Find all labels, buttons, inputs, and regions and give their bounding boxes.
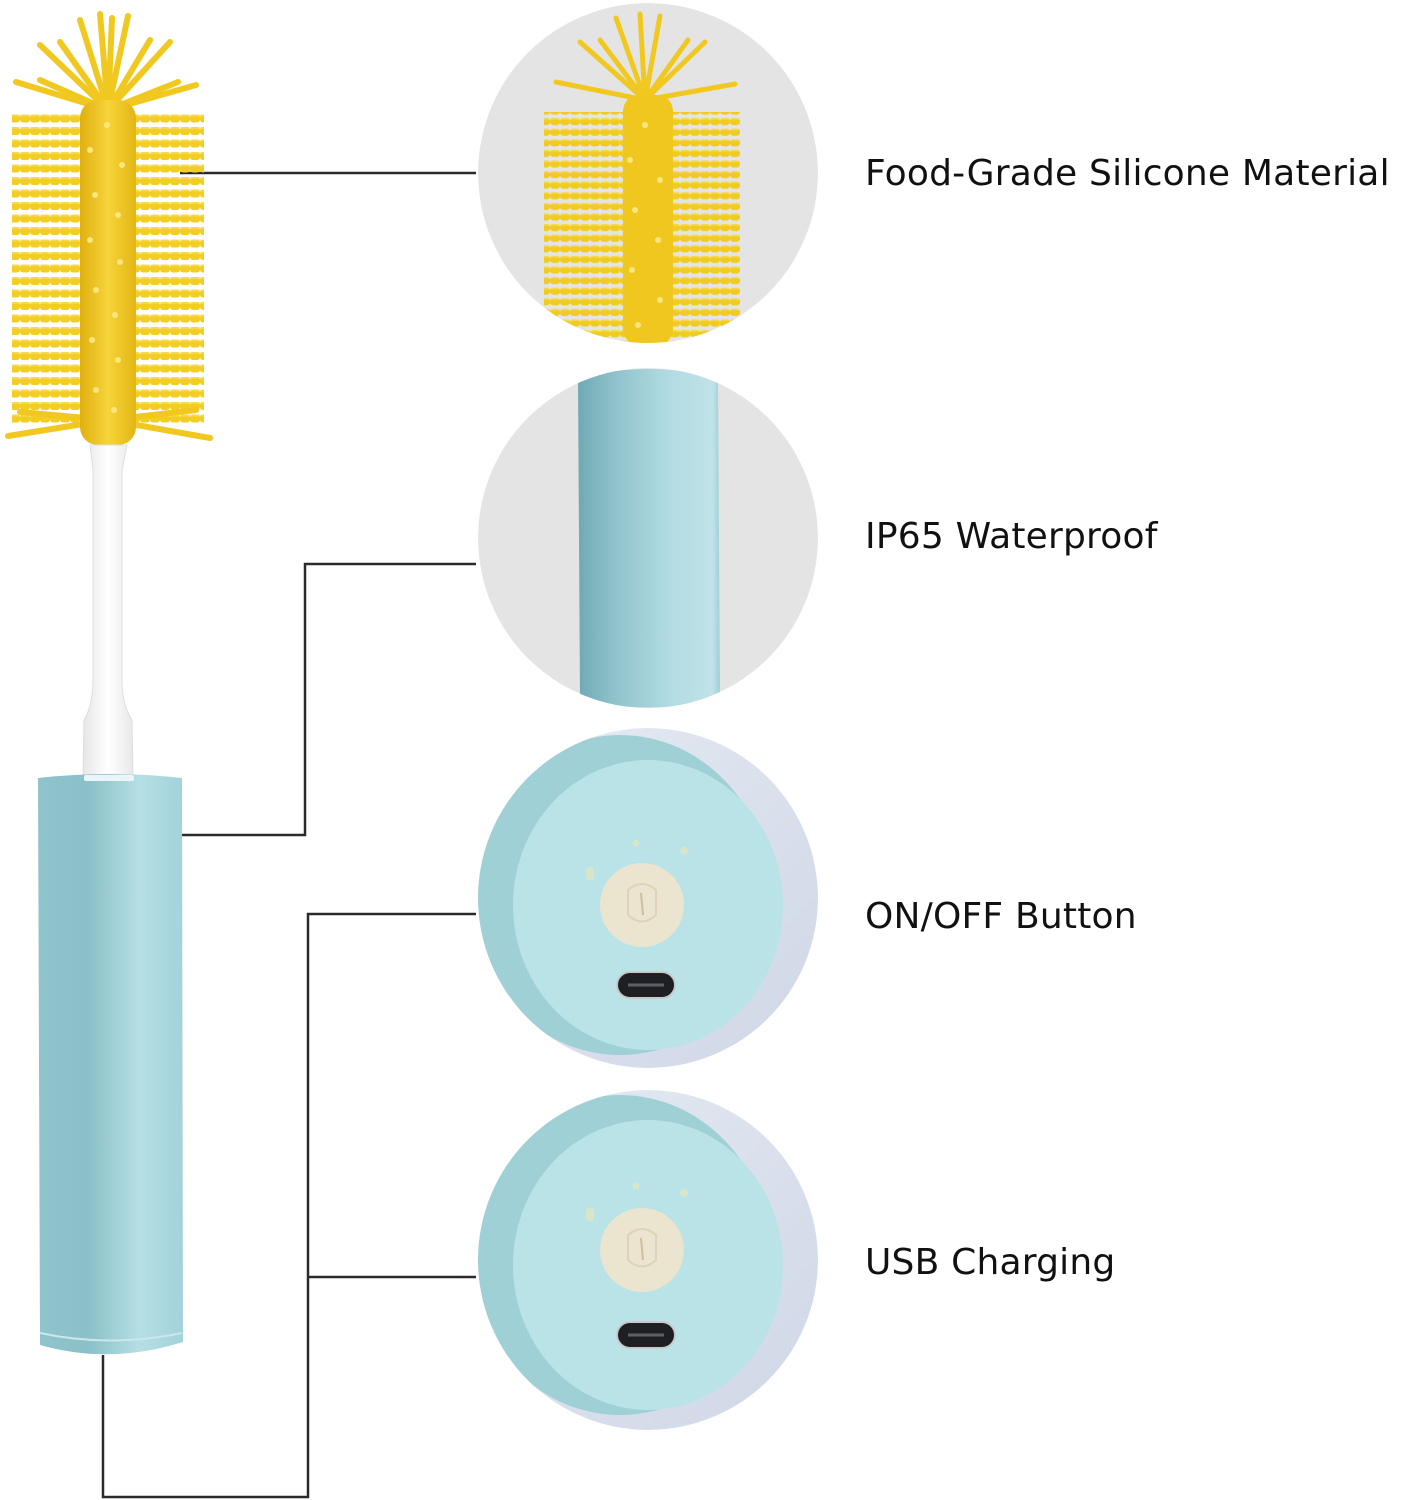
feature-label-power: ON/OFF Button <box>865 896 1137 937</box>
brush-head <box>5 11 213 445</box>
detail-silicone-closeup <box>478 3 818 343</box>
feature-label-charging: USB Charging <box>865 1242 1116 1283</box>
detail-waterproof-closeup <box>478 368 818 708</box>
detail-charging-closeup <box>478 1090 818 1430</box>
feature-label-waterproof: IP65 Waterproof <box>865 516 1158 557</box>
connector-waterproof <box>160 562 476 837</box>
feature-label-silicone: Food-Grade Silicone Material <box>865 153 1390 194</box>
detail-power-closeup <box>478 728 818 1068</box>
connector-power <box>101 912 476 1499</box>
handle <box>38 774 183 1355</box>
